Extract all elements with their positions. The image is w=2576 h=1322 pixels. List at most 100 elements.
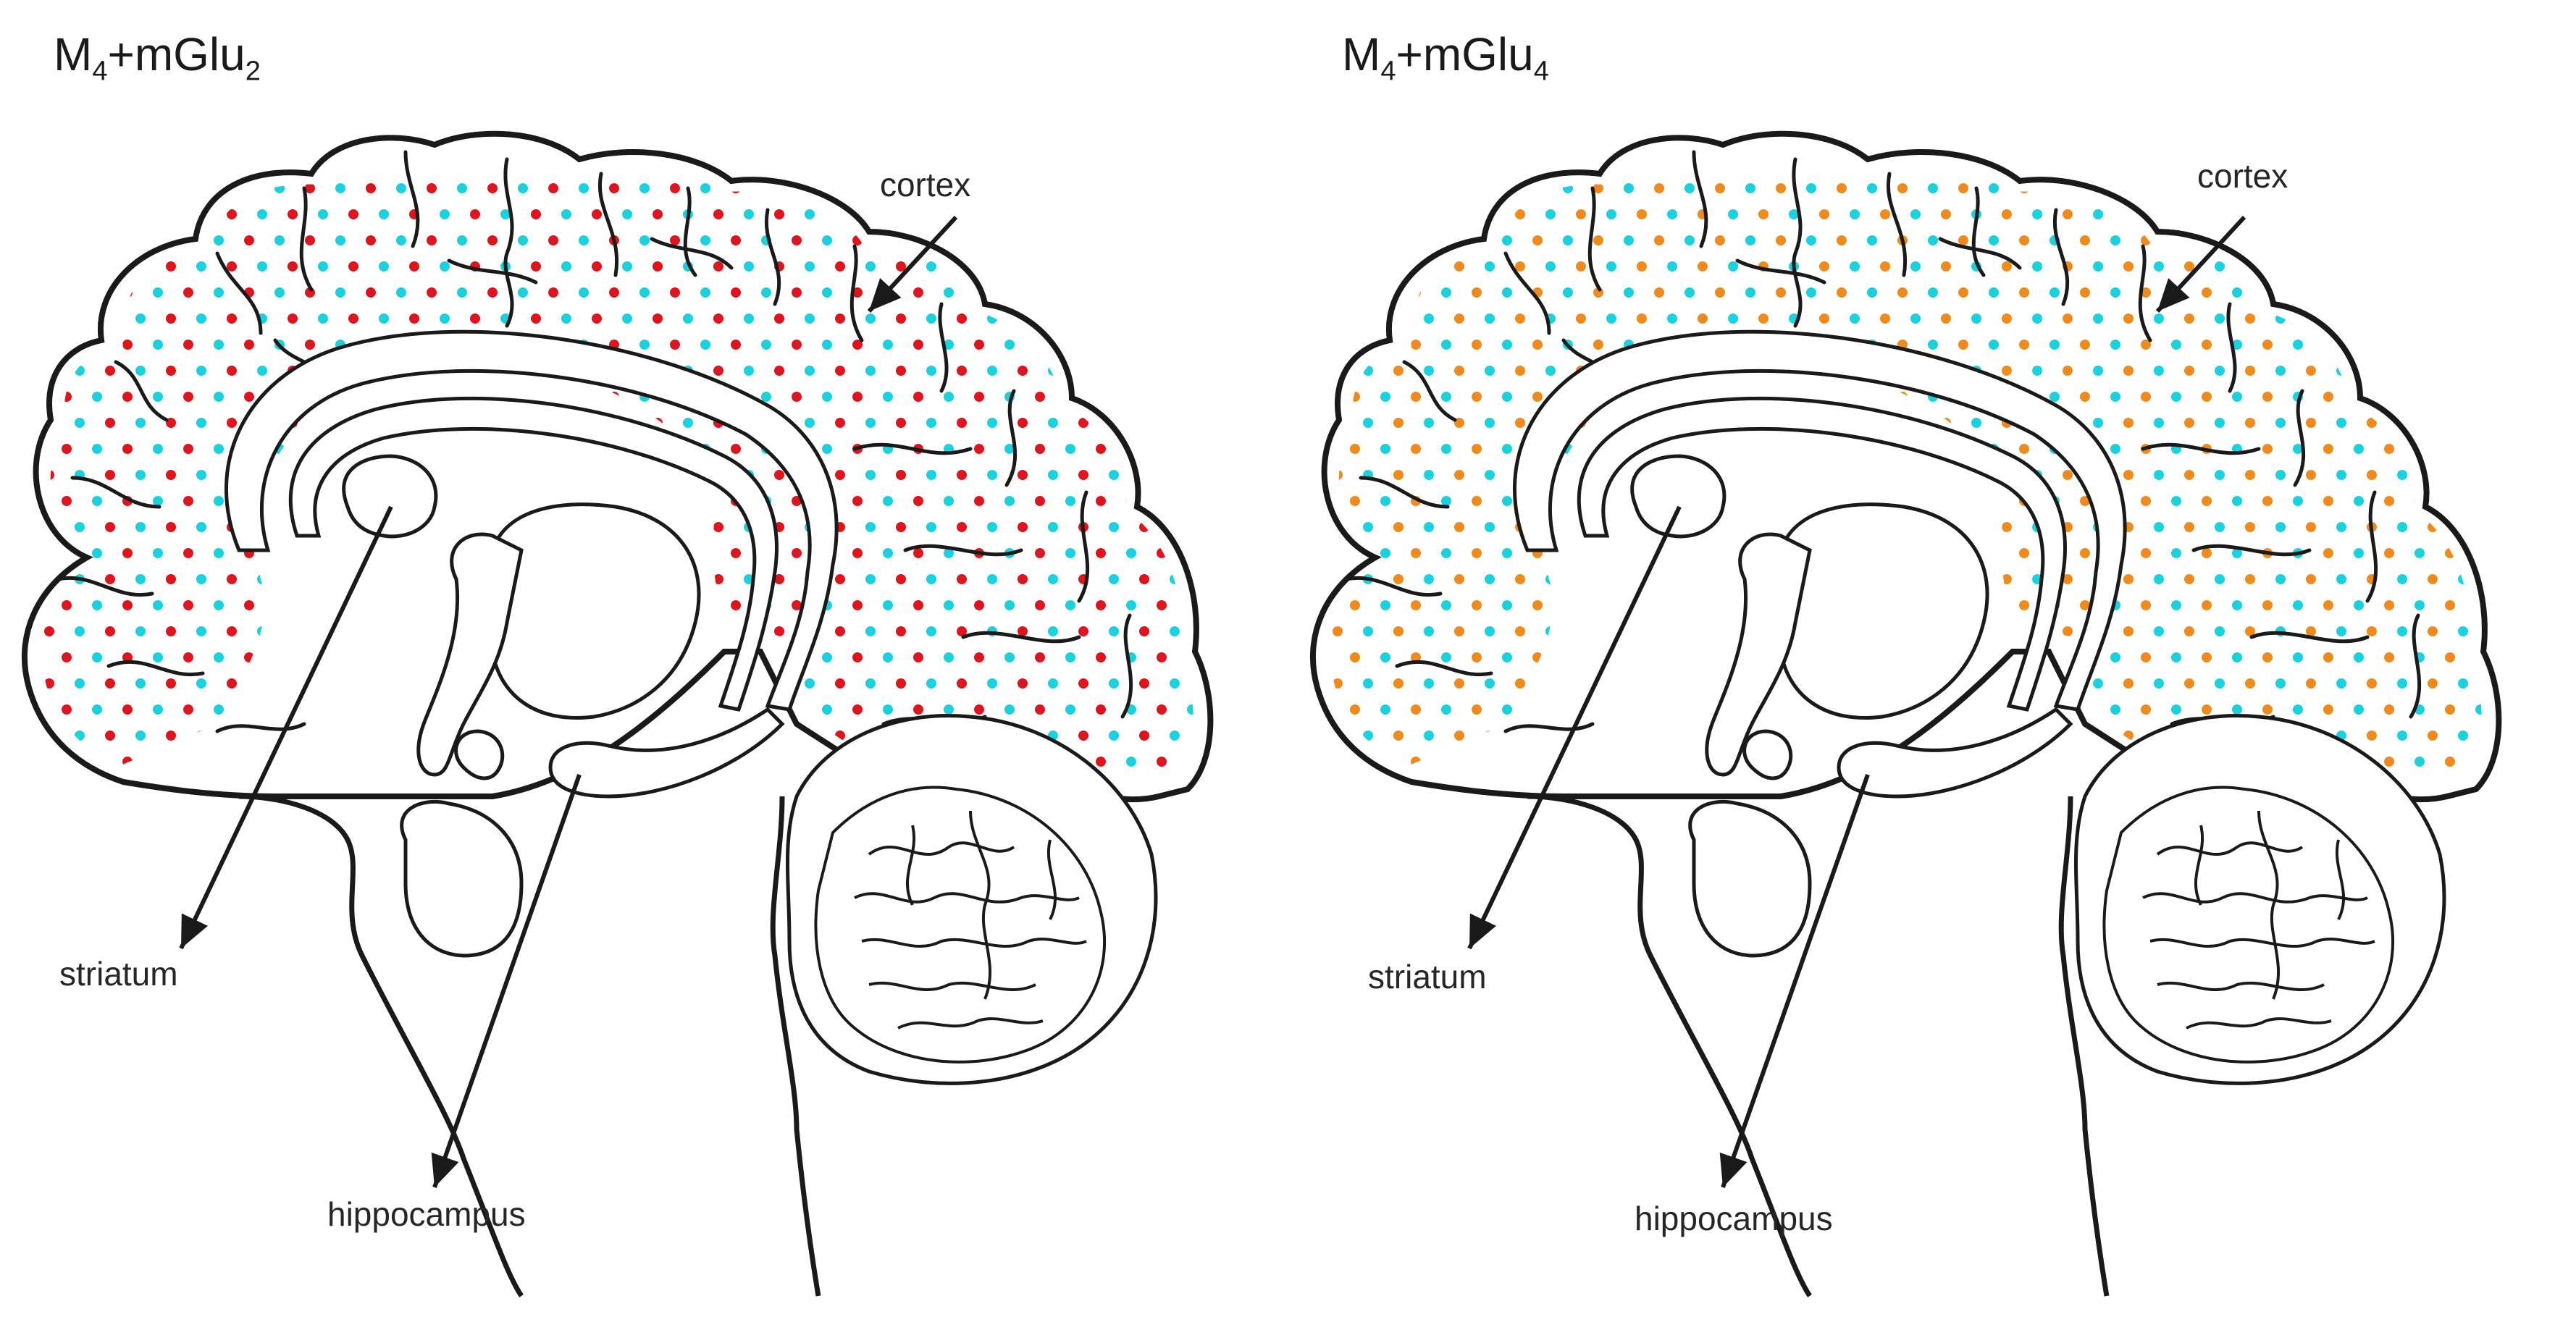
receptor-dot — [531, 209, 541, 219]
receptor-dot — [822, 235, 832, 245]
receptor-dot — [761, 392, 771, 402]
pons — [400, 799, 524, 958]
receptor-dot — [1393, 678, 1404, 689]
receptor-dot — [2019, 340, 2029, 350]
receptor-dot — [2428, 366, 2438, 376]
receptor-dot — [1819, 209, 1829, 219]
receptor-dot — [62, 600, 72, 610]
sulcus-line — [1587, 186, 1602, 292]
receptor-dot — [1393, 470, 1404, 480]
receptor-dot — [227, 313, 237, 324]
receptor-dot — [2488, 626, 2499, 636]
receptor-dot — [926, 209, 936, 219]
receptor-dot — [926, 678, 936, 689]
receptor-dot — [2245, 313, 2255, 324]
receptor-dot — [1157, 392, 1167, 402]
receptor-dot — [2050, 392, 2060, 402]
receptor-dot — [257, 366, 267, 376]
receptor-dot — [1545, 261, 1556, 271]
receptor-dot — [2397, 522, 2407, 532]
receptor-dot — [1502, 340, 1512, 350]
receptor-dot — [1380, 287, 1390, 298]
cerebellum — [786, 714, 1158, 1085]
receptor-dot — [196, 470, 206, 480]
receptor-dot — [2384, 183, 2394, 193]
receptor-dot — [2275, 574, 2286, 584]
receptor-dot — [1200, 418, 1210, 428]
receptor-dot — [1441, 548, 1451, 558]
receptor-dot — [1035, 444, 1045, 454]
receptor-dot — [1048, 261, 1058, 271]
receptor-dot — [639, 183, 650, 193]
receptor-dot — [2415, 392, 2425, 402]
receptor-dot — [1393, 209, 1404, 219]
receptor-dot — [1078, 470, 1088, 480]
receptor-dot — [974, 235, 984, 245]
receptor-dot — [1897, 287, 1908, 298]
receptor-dot — [2275, 470, 2286, 480]
receptor-dot — [2475, 496, 2482, 506]
receptor-dot — [1806, 235, 1816, 245]
receptor-dot — [1157, 704, 1167, 715]
receptor-dot — [1380, 392, 1390, 402]
receptor-dot — [1109, 261, 1119, 271]
receptor-dot — [2488, 783, 2499, 793]
receptor-dot — [2215, 522, 2225, 532]
receptor-dot — [1515, 209, 1525, 219]
receptor-dot — [1624, 183, 1634, 193]
receptor-dot — [926, 626, 936, 636]
receptor-dot — [731, 235, 741, 245]
receptor-dot — [774, 574, 784, 584]
receptor-dot — [1667, 209, 1677, 219]
receptor-dot — [1320, 548, 1330, 558]
receptor-dot — [639, 340, 650, 350]
panel-m4-mglu4: M4+mGlu4 cortex striatum hippocampus — [1288, 0, 2576, 1322]
receptor-dot — [957, 418, 967, 428]
receptor-dot — [2384, 287, 2394, 298]
hippocampus-arrow-line — [432, 774, 582, 1188]
receptor-dot — [713, 261, 723, 271]
receptor-dot — [1745, 235, 1755, 245]
receptor-dot — [2306, 366, 2316, 376]
sulcus-line — [403, 150, 420, 248]
receptor-dot — [2202, 652, 2212, 662]
receptor-dot — [2154, 574, 2164, 584]
receptor-dot — [1065, 704, 1075, 715]
receptor-dot — [865, 470, 876, 480]
receptor-dot — [2275, 418, 2286, 428]
receptor-dot — [883, 600, 893, 610]
receptor-dot — [913, 287, 923, 298]
receptor-dot — [744, 783, 754, 793]
receptor-dot — [2080, 340, 2090, 350]
receptor-dot — [957, 574, 967, 584]
receptor-dot — [135, 313, 146, 324]
receptor-dot — [2093, 678, 2103, 689]
receptor-dot — [1157, 757, 1167, 767]
receptor-dot — [305, 183, 315, 193]
receptor-dot — [1698, 313, 1708, 324]
receptor-dot — [1018, 470, 1028, 480]
receptor-dot — [1989, 340, 1999, 350]
receptor-dot — [135, 366, 146, 376]
sulcus-line — [1004, 389, 1018, 487]
sulcus-line — [2053, 208, 2070, 306]
receptor-dot — [1363, 261, 1373, 271]
receptor-dot — [2428, 470, 2438, 480]
receptor-dot — [1837, 235, 1847, 245]
receptor-dot — [457, 287, 467, 298]
brainstem-front-edge — [238, 793, 524, 1297]
receptor-dot — [2458, 522, 2468, 532]
receptor-dot — [1776, 235, 1786, 245]
receptor-dot — [214, 704, 224, 715]
receptor-dot — [183, 600, 193, 610]
receptor-dot — [2154, 209, 2164, 219]
receptor-dot — [244, 600, 254, 610]
receptor-dot — [2458, 626, 2468, 636]
receptor-dot — [896, 366, 906, 376]
sulcus-line — [1344, 576, 1443, 597]
receptor-dot — [1424, 366, 1434, 376]
receptor-dot — [852, 652, 863, 662]
receptor-dot — [1048, 209, 1058, 219]
receptor-dot — [1454, 313, 1464, 324]
receptor-dot — [1035, 392, 1045, 402]
